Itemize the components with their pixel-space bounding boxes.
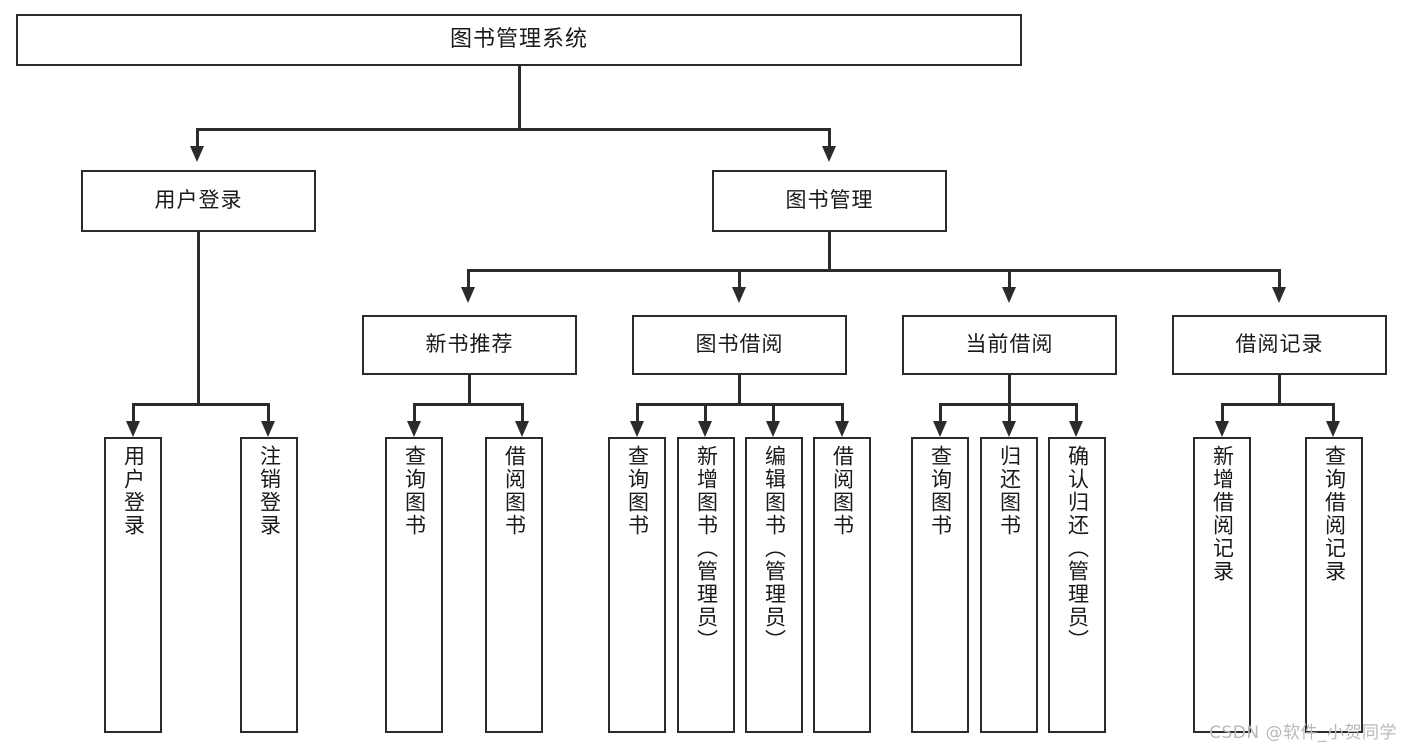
leaf-bb-borrow-book[interactable]: 借阅图书 [813,437,871,733]
node-label: 用户登录 [121,445,146,537]
leaf-logout[interactable]: 注销登录 [240,437,298,733]
arrowhead-leaf-user-login [126,421,140,437]
edge-br-leaf2-drop [1332,403,1335,422]
arrowhead-cb-confirm-return [1069,421,1083,437]
arrowhead-book-manage [822,146,836,162]
node-label: 注销登录 [257,445,282,537]
node-label: 查询借阅记录 [1322,445,1347,583]
node-label: 图书管理 [785,188,874,213]
edge-root-bus-left-drop [196,128,199,147]
leaf-bb-query-book[interactable]: 查询图书 [608,437,666,733]
edge-book-management-down [828,232,831,271]
leaf-cb-confirm-return[interactable]: 确认归还（管理员） [1048,437,1106,733]
arrowhead-bb-query-book [630,421,644,437]
edge-borrow-record-down [1278,375,1281,405]
edge-borrow-record-bus [1222,403,1335,406]
node-label: 查询图书 [402,445,427,537]
leaf-br-add-record[interactable]: 新增借阅记录 [1193,437,1251,733]
node-current-borrow[interactable]: 当前借阅 [902,315,1117,375]
edge-user-login-leaf2-drop [267,403,270,422]
edge-level3-bus [468,269,1280,272]
arrowhead-cb-return-book [1002,421,1016,437]
node-label: 借阅图书 [830,445,855,537]
arrowhead-cb-query-book [933,421,947,437]
arrowhead-nbr-borrow-book [515,421,529,437]
node-label: 借阅记录 [1235,332,1324,357]
edge-bb-leaf1-drop [636,403,639,422]
edge-user-login-leaf1-drop [132,403,135,422]
edge-level3-drop-2 [738,269,741,288]
arrowhead-nbr-query-book [407,421,421,437]
node-root-system[interactable]: 图书管理系统 [16,14,1022,66]
node-label: 归还图书 [997,445,1022,537]
edge-level3-drop-3 [1008,269,1011,288]
arrowhead-br-query-record [1326,421,1340,437]
edge-cb-leaf3-drop [1075,403,1078,422]
leaf-br-query-record[interactable]: 查询借阅记录 [1305,437,1363,733]
leaf-cb-query-book[interactable]: 查询图书 [911,437,969,733]
node-label: 确认归还（管理员） [1065,445,1090,652]
edge-new-book-recommend-down [468,375,471,405]
leaf-nbr-borrow-book[interactable]: 借阅图书 [485,437,543,733]
node-label: 新增图书（管理员） [694,445,719,652]
arrowhead-leaf-logout [261,421,275,437]
edge-bb-leaf2-drop [704,403,707,422]
node-label: 当前借阅 [965,332,1054,357]
leaf-bb-add-book[interactable]: 新增图书（管理员） [677,437,735,733]
arrowhead-bb-edit-book [766,421,780,437]
arrowhead-book-borrow [732,287,746,303]
node-label: 用户登录 [154,188,243,213]
node-borrow-record[interactable]: 借阅记录 [1172,315,1387,375]
edge-level3-drop-4 [1278,269,1281,288]
edge-br-leaf1-drop [1221,403,1224,422]
edge-level3-drop-1 [467,269,470,288]
node-label: 借阅图书 [502,445,527,537]
leaf-cb-return-book[interactable]: 归还图书 [980,437,1038,733]
edge-user-login-down [197,232,200,405]
arrowhead-current-borrow [1002,287,1016,303]
arrowhead-br-add-record [1215,421,1229,437]
node-book-borrow[interactable]: 图书借阅 [632,315,847,375]
node-book-management[interactable]: 图书管理 [712,170,947,232]
node-user-login[interactable]: 用户登录 [81,170,316,232]
arrowhead-user-login [190,146,204,162]
node-label: 查询图书 [928,445,953,537]
edge-user-login-bus [133,403,269,406]
edge-root-down [518,66,521,130]
node-label: 查询图书 [625,445,650,537]
arrowhead-borrow-record [1272,287,1286,303]
edge-book-borrow-down [738,375,741,405]
node-new-book-recommend[interactable]: 新书推荐 [362,315,577,375]
edge-bb-leaf3-drop [772,403,775,422]
leaf-bb-edit-book[interactable]: 编辑图书（管理员） [745,437,803,733]
arrowhead-bb-borrow-book [835,421,849,437]
leaf-nbr-query-book[interactable]: 查询图书 [385,437,443,733]
arrowhead-bb-add-book [698,421,712,437]
edge-cb-leaf2-drop [1008,403,1011,422]
edge-root-bus-right-drop [828,128,831,147]
node-label: 新增借阅记录 [1210,445,1235,583]
node-label: 图书借阅 [695,332,784,357]
edge-bb-leaf4-drop [841,403,844,422]
edge-new-book-recommend-bus [414,403,524,406]
leaf-user-login[interactable]: 用户登录 [104,437,162,733]
watermark-label: CSDN @软件_小贺同学 [1209,723,1397,743]
edge-book-borrow-bus [637,403,844,406]
edge-current-borrow-down [1008,375,1011,405]
node-label: 编辑图书（管理员） [762,445,787,652]
edge-nbr-leaf2-drop [521,403,524,422]
node-label: 图书管理系统 [449,26,588,52]
node-label: 新书推荐 [425,332,514,357]
edge-root-bus [197,128,831,131]
arrowhead-new-book-recommend [461,287,475,303]
edge-cb-leaf1-drop [939,403,942,422]
edge-nbr-leaf1-drop [413,403,416,422]
